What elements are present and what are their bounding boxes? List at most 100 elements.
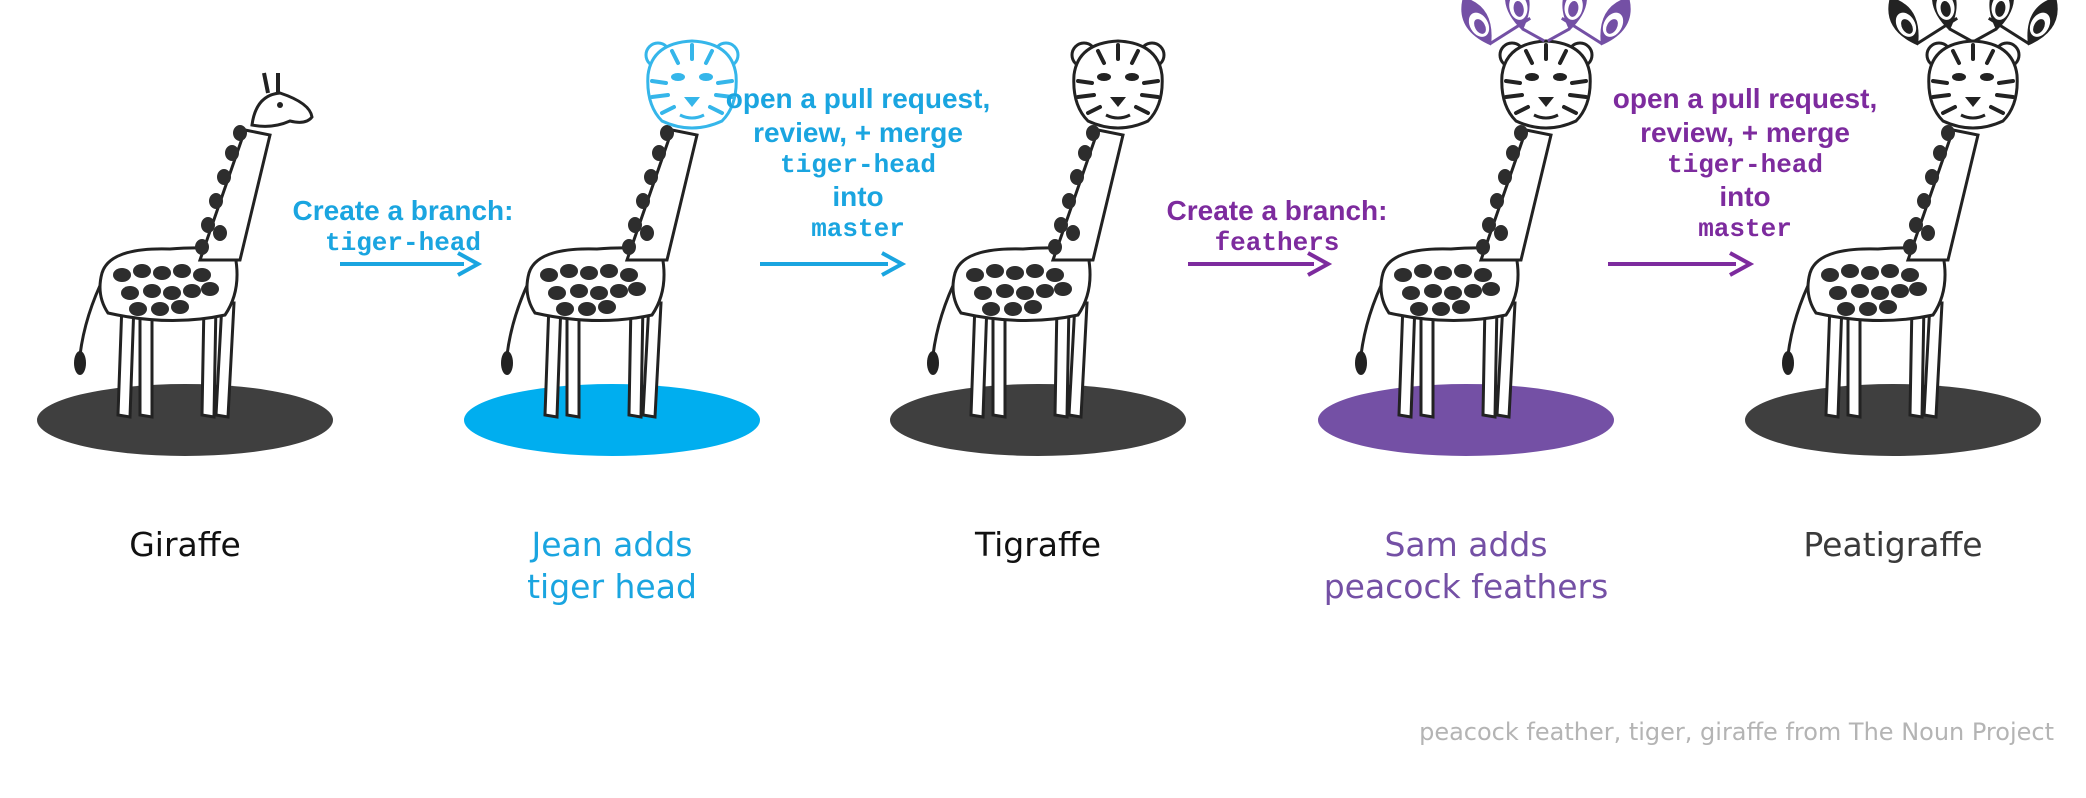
- step-label-5: Peatigraffe: [1713, 524, 2073, 566]
- giraffe-spot: [217, 169, 231, 185]
- transition-line: Create a branch:: [292, 195, 514, 226]
- tiger-stripe: [1142, 79, 1160, 85]
- giraffe-spot: [1434, 266, 1452, 280]
- step-label-1: Giraffe: [5, 524, 365, 566]
- giraffe-spot: [622, 239, 636, 255]
- giraffe-tail-tuft: [74, 351, 86, 375]
- giraffe-leg: [1397, 301, 1417, 419]
- giraffe-spot: [556, 302, 574, 316]
- tiger-stripe: [1989, 105, 2005, 115]
- tiger-head: [1925, 39, 2021, 130]
- giraffe-spot: [600, 264, 618, 278]
- giraffe-ossicone: [262, 72, 270, 94]
- tiger-stripe: [670, 49, 680, 65]
- giraffe-spot: [1086, 125, 1100, 141]
- step-illustration-4: [1318, 0, 1631, 456]
- giraffe-body: [98, 246, 239, 323]
- giraffe-spot: [163, 286, 181, 300]
- giraffe-spot: [1490, 193, 1504, 209]
- transition-arrow-4: [1608, 251, 1755, 277]
- giraffe-spot: [1881, 264, 1899, 278]
- giraffe-spot: [1514, 125, 1528, 141]
- peacock-feather-icon: [1560, 0, 1631, 46]
- feather-eye: [1901, 19, 1913, 34]
- giraffe-spot: [1452, 300, 1470, 314]
- giraffe-spot: [986, 264, 1004, 278]
- tiger-stripe: [1086, 105, 1102, 115]
- giraffe-spot: [1024, 300, 1042, 314]
- giraffe-spot: [1879, 300, 1897, 314]
- giraffe-spot: [1454, 264, 1472, 278]
- giraffe-spot: [1861, 266, 1879, 280]
- giraffe-eye: [277, 102, 283, 108]
- transition-text-1: Create a branch:tiger-head: [243, 194, 563, 258]
- giraffe-spot: [1917, 193, 1931, 209]
- giraffe-spot: [1078, 145, 1092, 161]
- tiger-nose: [684, 97, 700, 107]
- tiger-face: [1927, 39, 2019, 130]
- giraffe-spot: [628, 282, 646, 296]
- giraffe-spot: [640, 225, 654, 241]
- tiger-face: [1072, 39, 1164, 130]
- branch-name: tiger-head: [1666, 150, 1824, 180]
- tiger-eye: [1097, 73, 1111, 81]
- branch-name: tiger-head: [779, 150, 937, 180]
- tiger-stripe: [1096, 49, 1106, 65]
- giraffe-body: [1806, 246, 1947, 323]
- transition-arrow-2: [760, 251, 907, 277]
- step-label-line: Sam adds: [1384, 525, 1548, 564]
- giraffe-spot: [580, 266, 598, 280]
- tiger-nose: [1538, 97, 1554, 107]
- arrow-head-icon: [457, 251, 483, 277]
- giraffe-spot: [1414, 264, 1432, 278]
- tiger-eye: [1525, 73, 1539, 81]
- giraffe-spot: [201, 282, 219, 296]
- giraffe-spot: [1476, 239, 1490, 255]
- tiger-stripe: [1570, 79, 1588, 85]
- giraffe-leg: [543, 301, 563, 419]
- tiger-stripe: [1504, 79, 1522, 85]
- giraffe-spot: [151, 302, 169, 316]
- giraffe-spot: [982, 302, 1000, 316]
- tiger-face: [1500, 39, 1592, 130]
- giraffe-spot: [1837, 302, 1855, 316]
- platform-ellipse: [37, 384, 333, 456]
- giraffe-body: [525, 246, 666, 323]
- tiger-stripe: [1134, 105, 1150, 115]
- giraffe-spot: [193, 268, 211, 282]
- tiger-stripe: [1504, 93, 1524, 99]
- tiger-nose: [1110, 97, 1126, 107]
- feather-shaft: [1560, 16, 1603, 46]
- feather-eye: [2033, 19, 2045, 34]
- platform-ellipse: [890, 384, 1186, 456]
- tiger-eye: [1125, 73, 1139, 81]
- platform-ellipse: [1318, 384, 1614, 456]
- giraffe-spot: [560, 264, 578, 278]
- tiger-stripe: [708, 105, 724, 115]
- peacock-feather-icon: [1932, 0, 1972, 43]
- peacock-feather-icon: [1461, 0, 1532, 46]
- arrow-head-icon: [1307, 251, 1333, 277]
- giraffe-spot: [1909, 282, 1927, 296]
- giraffe-spot: [660, 125, 674, 141]
- tiger-stripe: [716, 79, 734, 85]
- peacock-feather-icon: [1974, 0, 2014, 43]
- giraffe-spot: [233, 125, 247, 141]
- transition-line: into: [1719, 181, 1771, 212]
- step-illustration-1: [37, 72, 333, 456]
- giraffe-spot: [201, 217, 215, 233]
- giraffe-spot: [1036, 284, 1054, 298]
- giraffe-spot: [1829, 286, 1847, 300]
- giraffe-spot: [1891, 284, 1909, 298]
- feather-eye: [1940, 1, 1951, 17]
- giraffe-spot: [1006, 266, 1024, 280]
- giraffe-spot: [183, 284, 201, 298]
- giraffe-spot: [628, 217, 642, 233]
- giraffe-spot: [1464, 284, 1482, 298]
- tiger-stripe: [1995, 93, 2015, 99]
- tiger-stripe: [1076, 93, 1096, 99]
- giraffe-spot: [1482, 217, 1496, 233]
